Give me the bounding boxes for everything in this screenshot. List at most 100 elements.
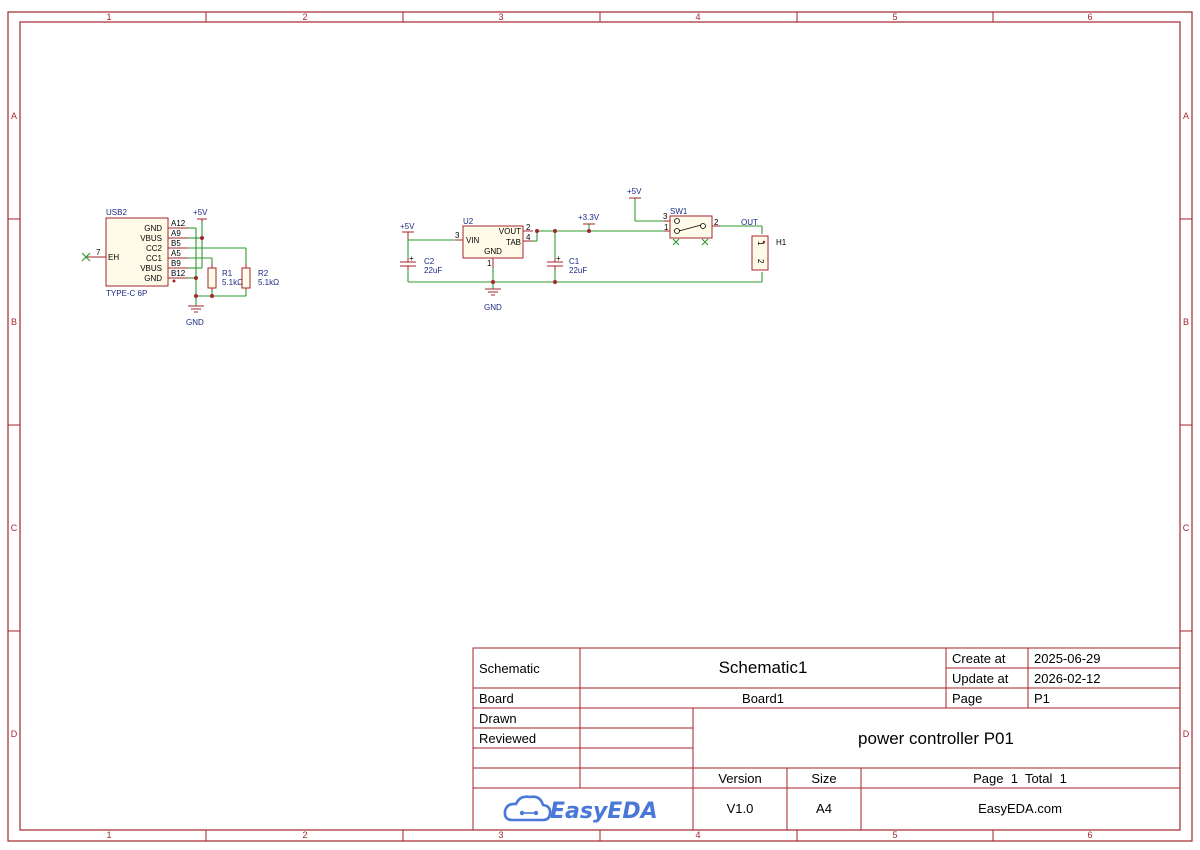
tb-board-label: Board (479, 691, 514, 706)
zone-row-c-right: C (1183, 523, 1190, 533)
zone-row-b-right: B (1183, 317, 1189, 327)
zone-col-3-top: 3 (498, 12, 503, 22)
zone-col-3-bottom: 3 (498, 830, 503, 840)
r1-body (207, 267, 217, 289)
u2-pin-tab: 4 (526, 233, 531, 242)
logo-text: EasyEDA (550, 799, 658, 824)
r2-ref: R2 (258, 269, 269, 278)
usb-pin-num: B12 (171, 269, 186, 278)
tb-page-value: P1 (1034, 691, 1050, 706)
zone-dividers (8, 12, 1192, 841)
gnd-symbol: GND (186, 305, 204, 327)
usb-pin-name: VBUS (140, 264, 162, 273)
zone-col-4-bottom: 4 (695, 830, 700, 840)
net-label-gnd: GND (484, 303, 502, 312)
tb-page-total: Page 1 Total 1 (973, 771, 1067, 786)
switch-sw1[interactable]: SW1 3 1 2 (663, 207, 720, 239)
usb-eh-pin-num: 7 (96, 248, 101, 257)
zone-row-d-right: D (1183, 729, 1190, 739)
zone-col-6-top: 6 (1087, 12, 1092, 22)
svg-text:+: + (409, 254, 414, 263)
h1-ref: H1 (776, 238, 787, 247)
regulator-wiring (407, 198, 763, 289)
gnd-symbol: GND (484, 288, 502, 312)
zone-col-2-bottom: 2 (302, 830, 307, 840)
no-connect-marker (81, 252, 91, 262)
usb-pin-name: GND (144, 274, 162, 283)
h1-body (751, 235, 769, 271)
c2-ref: C2 (424, 257, 435, 266)
capacitor-c2[interactable]: + C2 22uF (400, 254, 442, 275)
inner-frame (19, 21, 1181, 831)
sw1-pin1: 1 (664, 223, 669, 232)
zone-row-b-left: B (11, 317, 17, 327)
tb-create-label: Create at (952, 651, 1006, 666)
r1-ref: R1 (222, 269, 233, 278)
usb-pin-num: A5 (171, 249, 181, 258)
zone-col-4-top: 4 (695, 12, 700, 22)
svg-text:+: + (556, 254, 561, 263)
h1-pin2: 2 (756, 259, 765, 264)
u2-vout-label: VOUT (499, 227, 521, 236)
cloud-icon (503, 795, 552, 822)
sw1-ref: SW1 (670, 207, 688, 216)
r2-value: 5.1kΩ (258, 278, 279, 287)
tb-drawn-label: Drawn (479, 711, 517, 726)
usb-pin-name: CC1 (146, 254, 163, 263)
net-label-5v: +5V (193, 208, 208, 217)
r1-value: 5.1kΩ (222, 278, 243, 287)
c1-ref: C1 (569, 257, 580, 266)
c1-value: 22uF (569, 266, 587, 275)
net-label-gnd: GND (186, 318, 204, 327)
zone-col-2-top: 2 (302, 12, 307, 22)
tb-version-value: V1.0 (727, 801, 754, 816)
net-label-3v3: +3.3V (578, 213, 600, 222)
usb-connector[interactable]: USB2 TYPE-C 6P 7 EH GND VBUS CC2 CC1 VBU… (86, 208, 188, 298)
tb-version-label: Version (718, 771, 761, 786)
usb-pin-num: B5 (171, 239, 181, 248)
zone-col-5-bottom: 5 (892, 830, 897, 840)
no-connect-marker (701, 238, 709, 246)
tb-create-value: 2025-06-29 (1034, 651, 1101, 666)
zone-col-1-top: 1 (106, 12, 111, 22)
tb-title: power controller P01 (858, 729, 1014, 748)
title-block (472, 647, 1181, 831)
tb-page-label: Page (952, 691, 982, 706)
header-h1[interactable]: H1 1 2 (751, 235, 787, 271)
zone-col-6-bottom: 6 (1087, 830, 1092, 840)
sw1-body (669, 215, 713, 239)
h1-pin1: 1 (756, 241, 765, 246)
outer-frame (7, 11, 1193, 842)
u2-gnd-label: GND (484, 247, 502, 256)
usb-body (105, 217, 169, 287)
regulator-u2[interactable]: U2 VIN VOUT TAB GND 3 2 4 1 (455, 217, 533, 268)
r2-body (241, 267, 251, 289)
u2-pin-vout: 2 (526, 223, 531, 232)
net-label-5v: +5V (400, 222, 415, 231)
u2-vin-label: VIN (466, 236, 480, 245)
power-5v-symbol: +5V (627, 187, 642, 199)
usb-pin-num: B9 (171, 259, 181, 268)
usb-wiring (188, 220, 247, 306)
zone-row-d-left: D (11, 729, 18, 739)
resistor-r1[interactable]: R1 5.1kΩ (207, 264, 243, 290)
sw1-pin2: 2 (714, 218, 719, 227)
usb-value: TYPE-C 6P (106, 289, 147, 298)
power-5v-symbol: +5V (400, 222, 415, 240)
no-connect-marker (672, 238, 680, 246)
usb-pin-name: CC2 (146, 244, 163, 253)
zone-row-a-right: A (1183, 111, 1189, 121)
net-label-5v: +5V (627, 187, 642, 196)
u2-body (462, 225, 524, 259)
tb-reviewed-label: Reviewed (479, 731, 536, 746)
tb-update-value: 2026-02-12 (1034, 671, 1101, 686)
net-label-out: OUT (741, 218, 758, 227)
usb-pin-name: VBUS (140, 234, 162, 243)
tb-schematic-value: Schematic1 (719, 658, 808, 677)
resistor-r2[interactable]: R2 5.1kΩ (241, 264, 279, 290)
sw1-pin3: 3 (663, 212, 668, 221)
usb-pin-num: A12 (171, 219, 186, 228)
power-3v3-symbol: +3.3V (578, 213, 600, 225)
usb-pin-num: A9 (171, 229, 181, 238)
capacitor-c1[interactable]: + C1 22uF (547, 254, 587, 275)
